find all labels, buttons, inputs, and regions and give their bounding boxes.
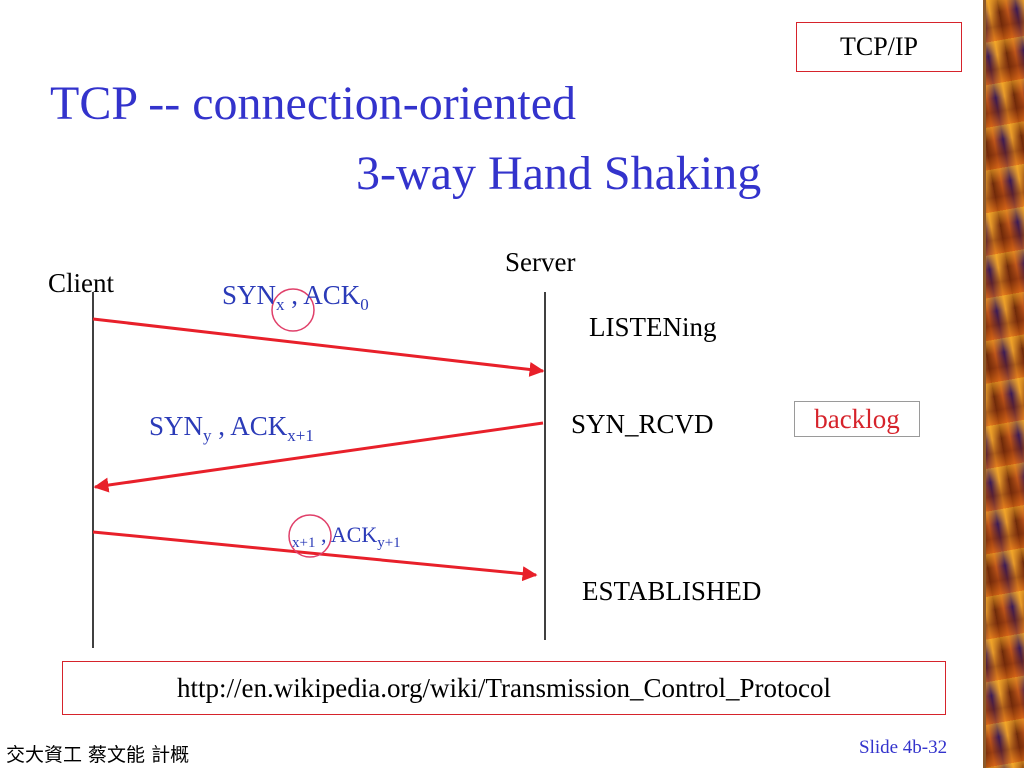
arrow-syn xyxy=(92,317,545,377)
footer-slide-number: Slide 4b-32 xyxy=(859,737,948,758)
topic-tag: TCP/IP xyxy=(796,22,962,72)
highlight-circle-ack-seq xyxy=(288,514,332,558)
msg2-syn-sub: y xyxy=(203,426,212,445)
msg1-syn: SYN xyxy=(222,280,277,310)
arrow-syn-ack xyxy=(93,421,544,493)
decorative-side-strip xyxy=(983,0,1024,768)
reference-url[interactable]: http://en.wikipedia.org/wiki/Transmissio… xyxy=(62,661,946,715)
arrow-ack xyxy=(92,530,538,582)
slide-title-line2: 3-way Hand Shaking xyxy=(356,147,762,200)
state-established: ESTABLISHED xyxy=(582,576,762,606)
msg2-syn: SYN xyxy=(149,411,204,441)
state-listening: LISTENing xyxy=(589,312,717,342)
msg2-sep: , xyxy=(211,411,231,441)
message-syn: SYNx , ACK0 xyxy=(222,280,369,315)
footer-course-info: 交大資工 蔡文能 計概 xyxy=(6,744,190,766)
msg1-syn-sub: x xyxy=(276,295,285,314)
client-label: Client xyxy=(48,268,114,298)
msg3-pre-sub: x+1 xyxy=(292,535,316,551)
state-syn-rcvd: SYN_RCVD xyxy=(571,409,714,439)
highlight-circle-syn-seq xyxy=(271,288,315,332)
msg1-ack: ACK xyxy=(303,280,361,310)
server-label: Server xyxy=(505,247,576,277)
msg2-ack-sub: x+1 xyxy=(287,426,314,445)
backlog-label: backlog xyxy=(794,401,920,437)
msg2-ack: ACK xyxy=(230,411,288,441)
msg3-ack-sub: y+1 xyxy=(377,535,401,551)
slide-title-line1: TCP -- connection-oriented xyxy=(50,77,577,130)
msg3-sep: , xyxy=(315,522,331,547)
msg1-sep: , xyxy=(284,280,304,310)
msg3-ack: ACK xyxy=(330,522,378,547)
message-ack: x+1 , ACKy+1 xyxy=(292,522,401,552)
msg1-ack-sub: 0 xyxy=(360,295,369,314)
message-syn-ack: SYNy , ACKx+1 xyxy=(149,411,314,446)
